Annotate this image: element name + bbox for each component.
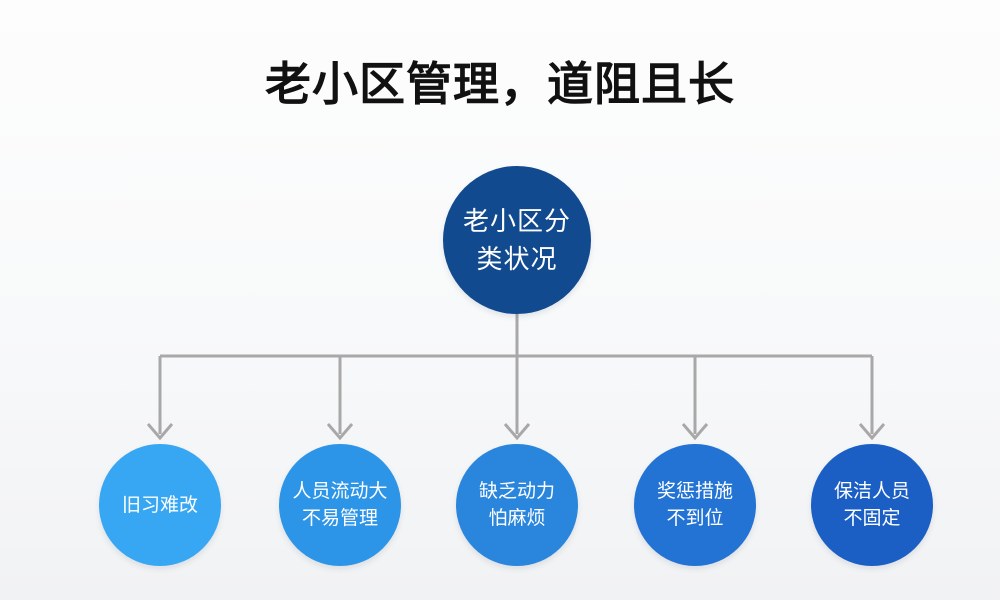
child-node-label-line1: 旧习难改 [121, 494, 198, 516]
child-node-label-line1: 保洁人员 [833, 481, 910, 502]
child-node-circle: 奖惩措施 不到位 [634, 444, 756, 566]
child-node-label-line1: 缺乏动力 [478, 481, 555, 502]
child-node-label-line2: 不到位 [666, 508, 724, 529]
arrow-down-icon [503, 423, 531, 441]
child-node-label-line2: 不易管理 [301, 508, 378, 529]
arrow-down-icon [681, 423, 709, 441]
root-node-label-line2: 类状况 [476, 244, 558, 274]
root-node-circle: 老小区分 类状况 [443, 166, 591, 314]
child-node-circle: 旧习难改 [99, 444, 221, 566]
child-node-circle: 人员流动大 不易管理 [279, 444, 401, 566]
page-title: 老小区管理，道阻且长 [265, 58, 735, 110]
root-node-label-line1: 老小区分 [462, 206, 571, 236]
child-node-label-line1: 奖惩措施 [656, 481, 733, 502]
connector-group [146, 314, 886, 441]
child-node-label-line1: 人员流动大 [292, 481, 388, 502]
arrow-down-icon [326, 423, 354, 441]
child-node-circle: 保洁人员 不固定 [811, 444, 933, 566]
child-node-label-line2: 不固定 [843, 508, 901, 529]
arrow-down-icon [146, 423, 174, 441]
arrow-down-icon [858, 423, 886, 441]
child-node-label-line2: 怕麻烦 [488, 508, 546, 529]
child-node-circle: 缺乏动力 怕麻烦 [456, 444, 578, 566]
